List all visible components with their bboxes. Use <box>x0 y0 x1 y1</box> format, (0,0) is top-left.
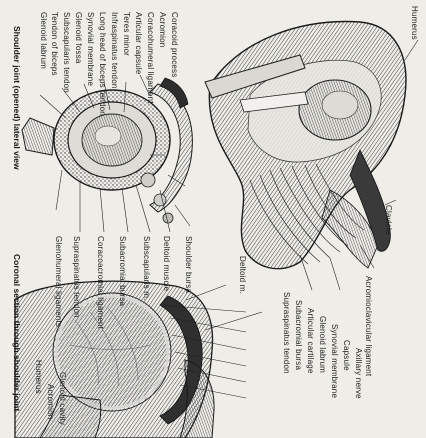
label-b-subacromial-bursa: Subacromial bursa <box>294 300 302 370</box>
label-teres-minor: Teres minor <box>122 12 130 56</box>
label-glenohumeral-ligaments: Glenohumeral ligaments <box>54 236 62 327</box>
label-shoulder-bursa: Shoulder bursa <box>184 236 192 293</box>
label-subscapularis-m: Subscapularis m. <box>142 236 150 301</box>
label-deltoid-muscle: Deltoid muscle <box>162 236 170 291</box>
label-coracoid-process: Coracoid process <box>170 12 178 77</box>
glenoid-opened-drawing <box>22 75 192 232</box>
label-infraspinatus-tendon: Infraspinatus tendon <box>110 12 118 89</box>
label-clavicle: Clavicle <box>384 205 392 235</box>
label-b-synovial-membrane: Synovial membrane <box>330 324 338 398</box>
label-coracoacromial-ligament: Coracoacromial ligament <box>96 236 104 329</box>
bottom-view-caption: Coronal section through shoulder joint <box>12 254 21 411</box>
label-b-axillary-nerve: Axillary nerve <box>354 348 362 399</box>
label-b-acromion: Acromion <box>46 384 54 419</box>
shoulder-exterior-drawing <box>205 22 418 290</box>
label-glenoid-labrum: Glenoid labrum <box>39 12 47 69</box>
label-synovial-membrane: Synovial membrane <box>86 12 94 86</box>
label-b-glenoid-cavity: Glenoid cavity <box>58 372 66 425</box>
label-long-head-biceps: Long head of biceps tendon <box>98 12 106 116</box>
label-supraspinatus-tendon: Supraspinatus tendon <box>72 236 80 318</box>
label-tendon-of-biceps: Tendon of biceps <box>50 12 58 76</box>
label-subscapularis-tendon: Subscapularis tendon <box>62 12 70 93</box>
label-acromioclavicular-ligament: Acromioclavicular ligament <box>364 276 372 376</box>
label-b-articular-cartilage: Articular cartilage <box>306 308 314 374</box>
top-view-caption: Shoulder joint (opened) lateral view <box>12 26 21 170</box>
label-coracohumeral-ligament: Coracohumeral ligament <box>146 12 154 104</box>
label-glenoid-fossa: Glenoid fossa <box>74 12 82 64</box>
label-subacromial-bursa: Subacromial bursa <box>118 236 126 306</box>
label-deltoid-m: Deltoid m. <box>238 256 246 294</box>
label-humerus-top: Humerus <box>410 6 418 40</box>
label-acromion: Acromion <box>158 12 166 47</box>
label-b-supraspinatus-tendon: Supraspinatus tendon <box>282 292 290 374</box>
label-articular-capsule: Articular capsule <box>134 12 142 75</box>
label-b-glenoid-labrum: Glenoid labrum <box>318 316 326 373</box>
label-b-capsule: Capsule <box>342 340 350 371</box>
label-b-humerus: Humerus <box>34 360 42 394</box>
